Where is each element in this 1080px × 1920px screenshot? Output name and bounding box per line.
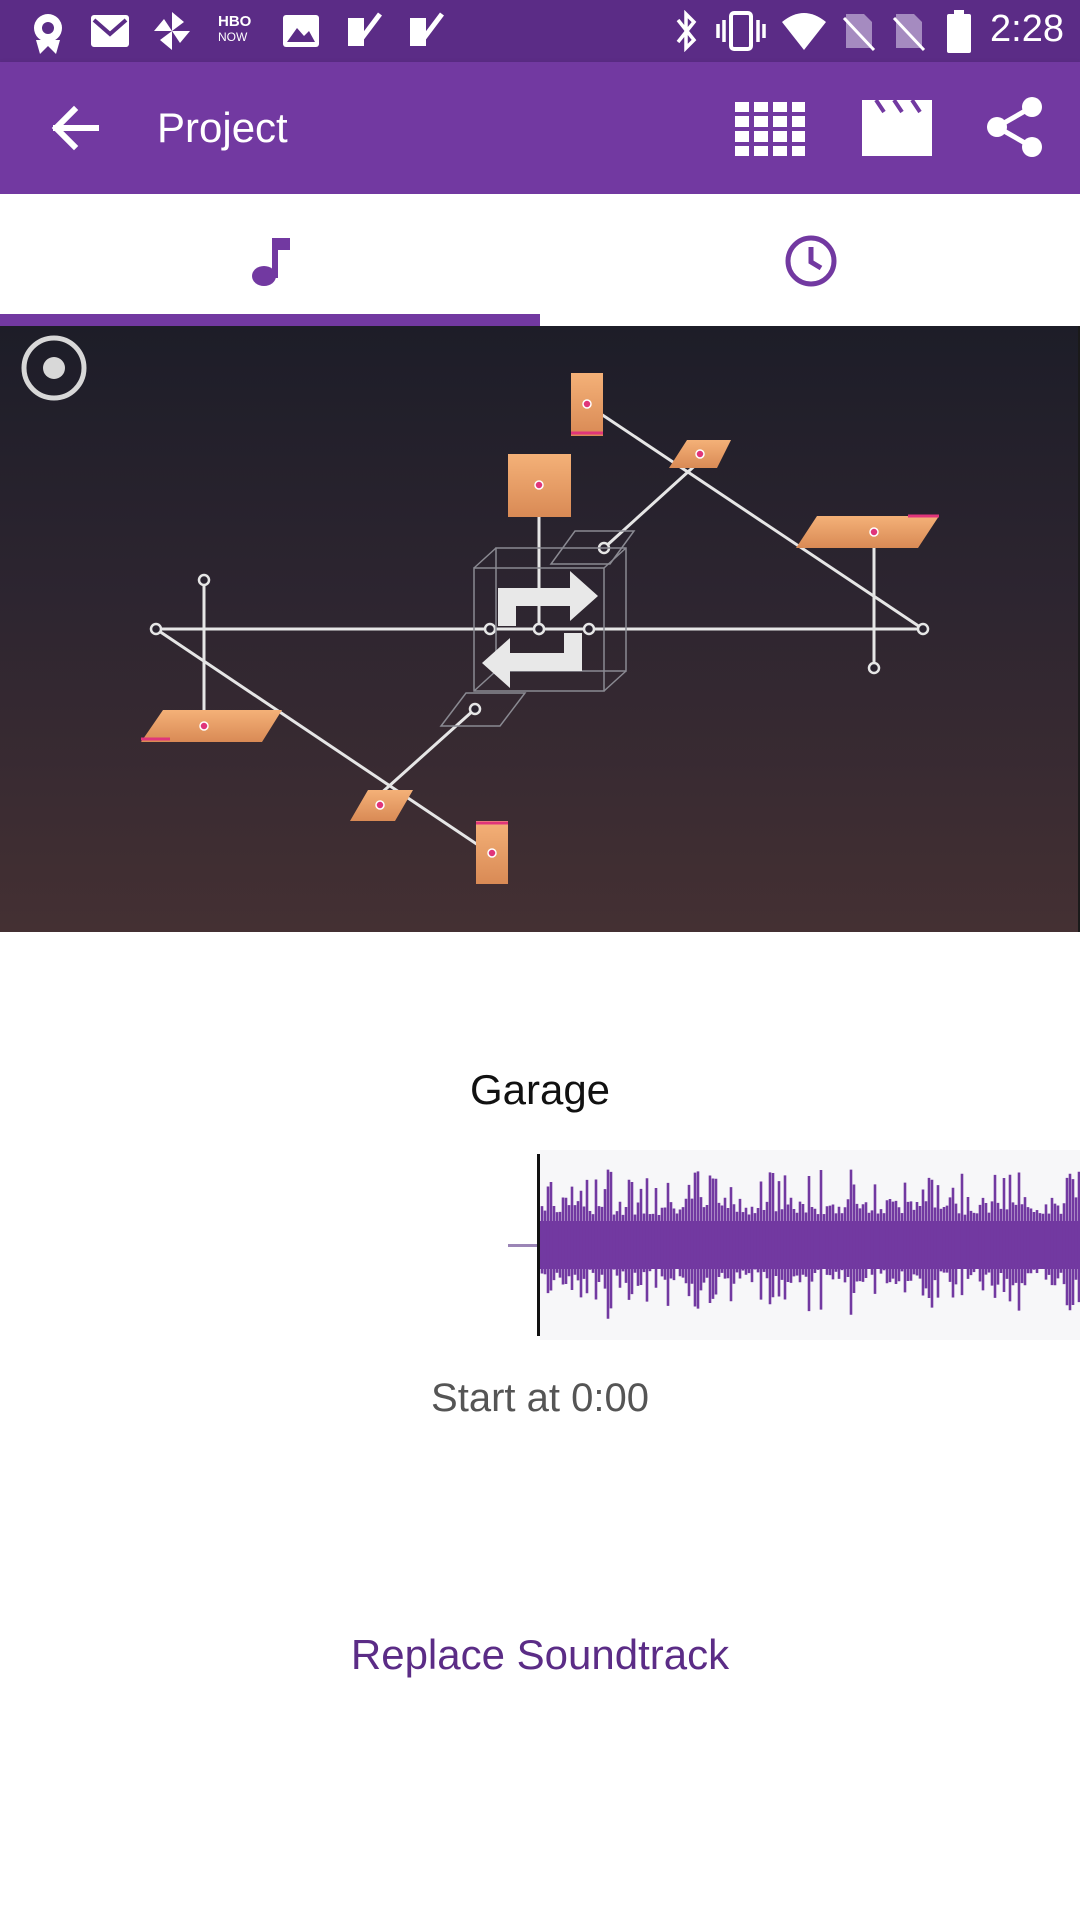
waveform-track[interactable] [0, 1150, 1080, 1340]
hbo-label: HBO [218, 13, 252, 30]
preview-edge [1078, 326, 1080, 932]
track-title: Garage [469, 1066, 611, 1113]
app-notification-icon [34, 14, 62, 54]
status-bar: HBO NOW 2:28 [0, 0, 1080, 62]
pinwheel-icon [154, 12, 190, 50]
task-check-icon [410, 12, 444, 46]
image-icon [283, 15, 319, 47]
bluetooth-icon [676, 10, 697, 52]
now-label: NOW [218, 30, 248, 44]
orange-planes [141, 373, 939, 884]
battery-icon [947, 10, 971, 53]
music-note-icon [252, 238, 290, 286]
back-arrow-icon[interactable] [50, 104, 100, 152]
status-time: 2:28 [990, 8, 1064, 50]
grid-icon[interactable] [735, 102, 805, 156]
wireframe-cube [439, 530, 636, 727]
record-target-icon[interactable] [21, 335, 87, 401]
waveform [540, 1150, 1080, 1340]
no-sim-icon [892, 14, 926, 52]
preview-graphic [21, 335, 939, 884]
tab-clock[interactable] [540, 194, 1080, 326]
hbo-now-icon: HBO NOW [218, 14, 258, 48]
tab-music[interactable] [0, 194, 540, 326]
playhead[interactable] [537, 1154, 540, 1336]
wifi-icon [782, 13, 826, 50]
clapperboard-icon[interactable] [862, 100, 932, 156]
replace-soundtrack-button[interactable]: Replace Soundtrack [300, 1620, 780, 1690]
start-time-label: Start at 0:00 [431, 1376, 649, 1420]
share-icon[interactable] [986, 96, 1044, 158]
waveform-lead-line [508, 1244, 538, 1247]
video-preview[interactable] [0, 326, 1078, 932]
tab-bar [0, 194, 1080, 326]
app-bar: Project [0, 62, 1080, 194]
repeat-icon [482, 571, 598, 688]
tab-indicator [0, 314, 540, 326]
no-sim-icon [842, 14, 876, 52]
page-title: Project [157, 104, 288, 151]
gmail-icon [91, 15, 129, 47]
clock-icon [785, 235, 837, 287]
task-check-icon [348, 12, 382, 46]
vibrate-icon [716, 11, 766, 51]
